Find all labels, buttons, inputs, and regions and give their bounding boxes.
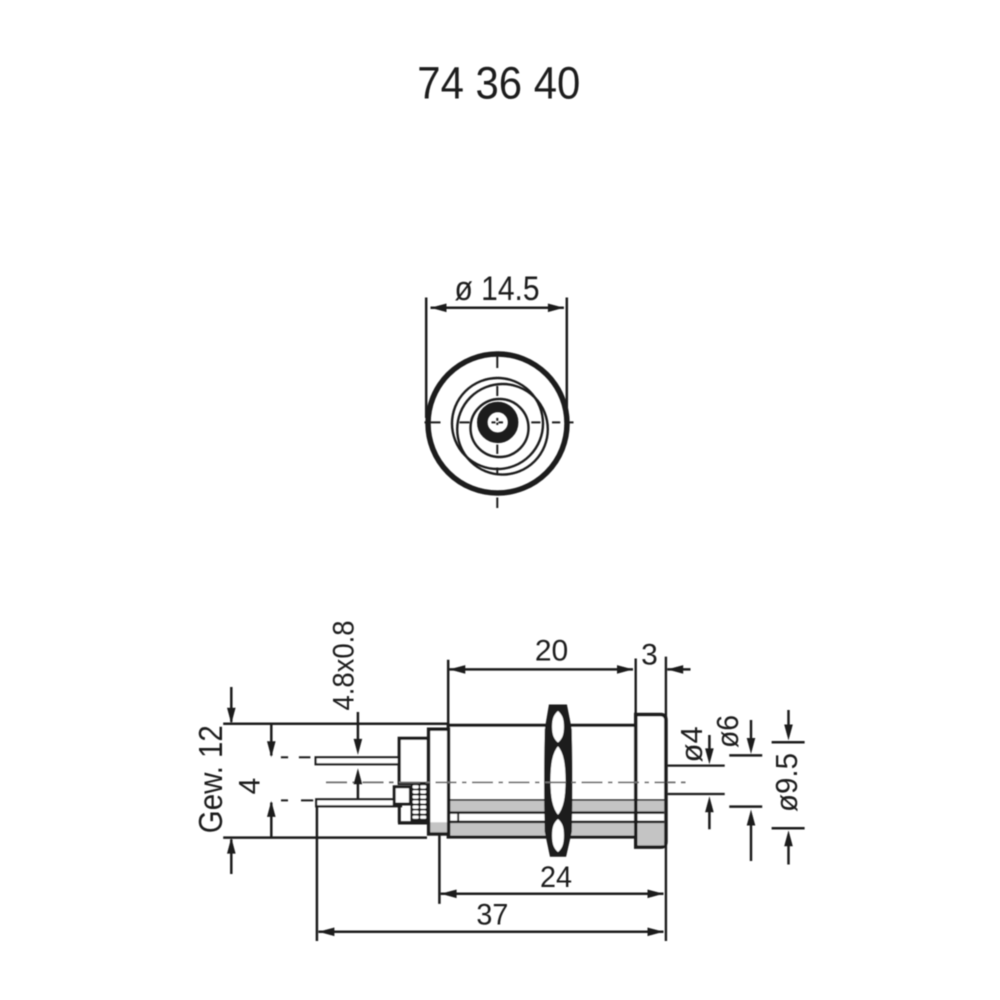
svg-text:Gew. 12: Gew. 12 xyxy=(192,725,229,833)
svg-text:ø4: ø4 xyxy=(674,726,709,762)
svg-text:37: 37 xyxy=(476,899,508,932)
svg-text:4: 4 xyxy=(234,778,267,795)
svg-text:ø6: ø6 xyxy=(710,715,745,748)
svg-text:ø 14.5: ø 14.5 xyxy=(455,270,540,308)
svg-text:ø9.5: ø9.5 xyxy=(769,753,804,812)
svg-text:74 36 40: 74 36 40 xyxy=(417,58,580,109)
svg-text:4.8x0.8: 4.8x0.8 xyxy=(328,621,361,711)
svg-text:20: 20 xyxy=(535,635,568,668)
svg-text:24: 24 xyxy=(540,861,572,894)
svg-text:3: 3 xyxy=(641,639,658,672)
